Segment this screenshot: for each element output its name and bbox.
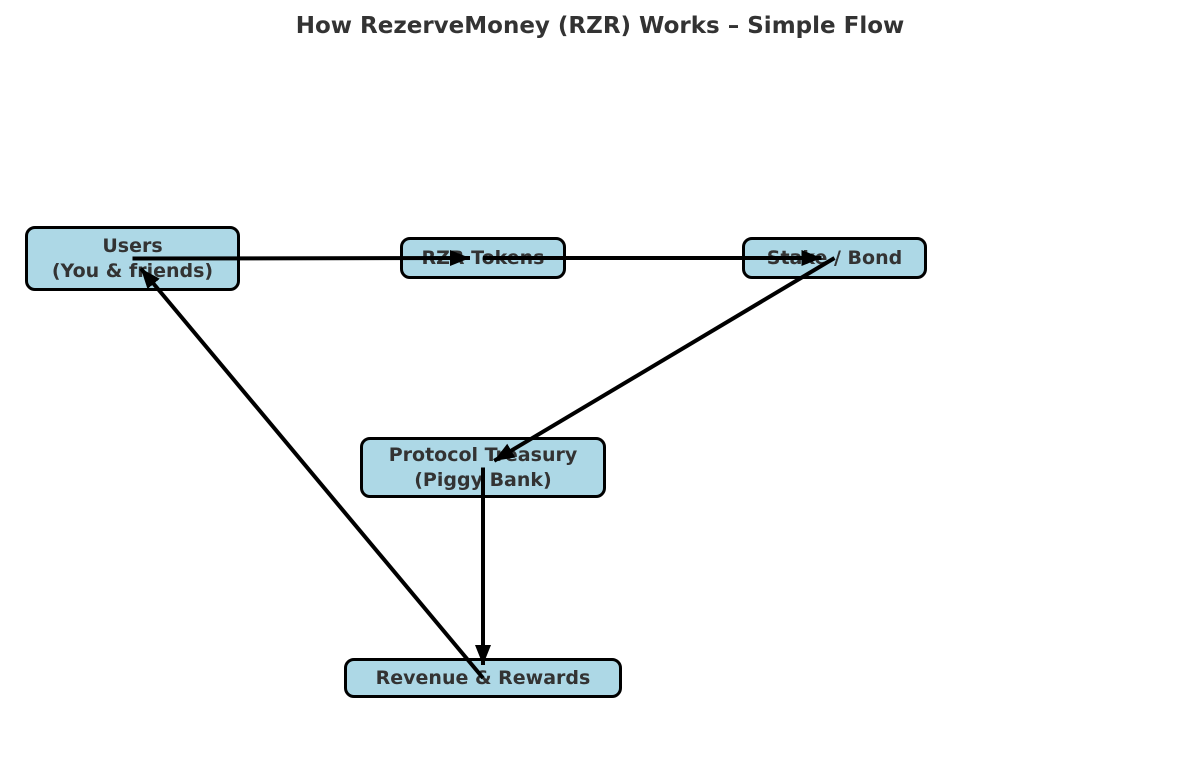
node-users-label: Users (You & friends) bbox=[51, 235, 214, 282]
node-rzr-tokens: RZR Tokens bbox=[400, 237, 566, 279]
edge-stake_bond-to-treasury bbox=[493, 256, 836, 463]
node-stake-bond: Stake / Bond bbox=[742, 237, 927, 279]
node-users: Users (You & friends) bbox=[25, 226, 240, 291]
node-revenue-rewards-label: Revenue & Rewards bbox=[375, 666, 591, 689]
node-protocol-treasury-label: Protocol Treasury (Piggy Bank) bbox=[388, 444, 578, 491]
node-stake-bond-label: Stake / Bond bbox=[766, 246, 903, 269]
diagram-title: How RezerveMoney (RZR) Works – Simple Fl… bbox=[295, 13, 905, 39]
node-rzr-tokens-label: RZR Tokens bbox=[421, 246, 545, 269]
node-revenue-rewards: Revenue & Rewards bbox=[344, 658, 622, 698]
node-protocol-treasury: Protocol Treasury (Piggy Bank) bbox=[360, 437, 606, 498]
